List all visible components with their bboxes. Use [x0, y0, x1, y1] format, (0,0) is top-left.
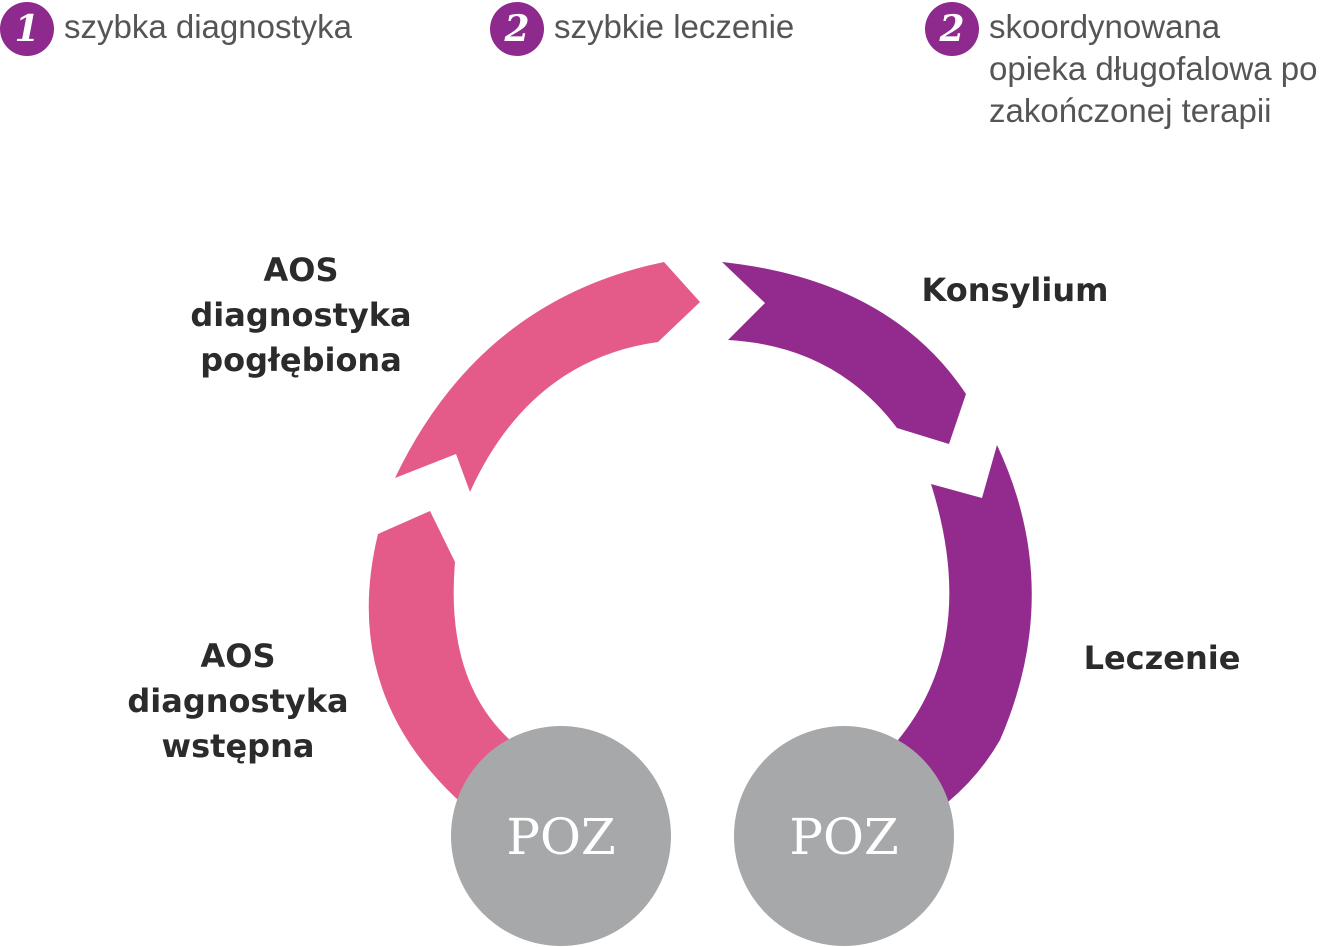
legend-text-line: zakończonej terapii [989, 92, 1272, 129]
arrow-council [722, 262, 966, 444]
label-line: diagnostyka [190, 296, 412, 334]
legend-item-3: 2 skoordynowana opieka długofalowa po za… [925, 2, 1317, 132]
poz-node-right: POZ [734, 726, 954, 946]
legend-text-line: szybka diagnostyka [64, 8, 352, 45]
label-line: Konsylium [921, 271, 1109, 309]
label-line: wstępna [161, 727, 315, 765]
arrow-deep-diagnosis [395, 262, 700, 492]
poz-node-left: POZ [451, 726, 671, 946]
label-treatment: Leczenie [1062, 636, 1262, 681]
legend-number-badge: 1 [0, 2, 54, 56]
label-line: Leczenie [1083, 639, 1241, 677]
label-line: AOS [200, 637, 276, 675]
legend-number-badge: 2 [490, 2, 544, 56]
label-deep-diagnosis: AOS diagnostyka pogłębiona [181, 248, 421, 383]
legend-text-line: szybkie leczenie [554, 8, 795, 45]
legend-text: szybka diagnostyka [64, 6, 352, 48]
legend-text-line: opieka długofalowa po [989, 50, 1318, 87]
label-initial-diagnosis: AOS diagnostyka wstępna [118, 634, 358, 769]
legend-item-2: 2 szybkie leczenie [490, 2, 794, 56]
poz-label: POZ [789, 808, 898, 866]
legend-number-badge: 2 [925, 2, 979, 56]
label-line: pogłębiona [200, 341, 402, 379]
legend-item-1: 1 szybka diagnostyka [0, 2, 352, 56]
poz-circle [451, 726, 671, 946]
arrow-initial-diagnosis [368, 511, 510, 800]
arrow-treatment [898, 445, 1032, 802]
poz-label: POZ [506, 808, 615, 866]
legend-text: szybkie leczenie [554, 6, 794, 48]
legend-text: skoordynowana opieka długofalowa po zako… [989, 6, 1317, 132]
legend-text-line: skoordynowana [989, 8, 1221, 45]
label-line: AOS [263, 251, 339, 289]
label-line: diagnostyka [127, 682, 349, 720]
label-council: Konsylium [905, 268, 1125, 313]
poz-circle [734, 726, 954, 946]
